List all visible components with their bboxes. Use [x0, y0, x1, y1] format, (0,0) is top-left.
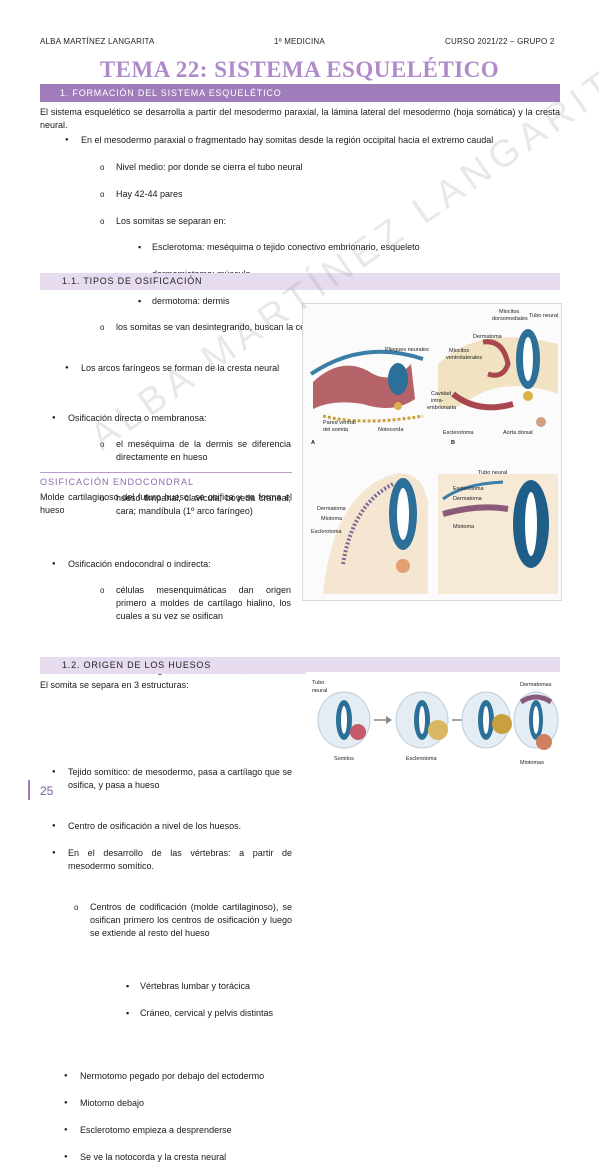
s12-bullet-3: Esclerotomo empieza a desprenderse	[64, 1124, 300, 1137]
section-heading-1: 1. FORMACIÓN DEL SISTEMA ESQUELÉTICO	[40, 84, 560, 102]
svg-text:Esclerotoma: Esclerotoma	[311, 529, 343, 535]
s1-intro: El sistema esquelético se desarrolla a p…	[40, 107, 560, 130]
page-number: 25	[40, 784, 54, 798]
s1-subsub-3: dermotoma: dermis	[138, 295, 552, 308]
svg-text:B: B	[451, 440, 455, 446]
svg-text:Aorta dorsal: Aorta dorsal	[503, 430, 533, 436]
s1-sub-3: Los somitas se separan en:	[100, 215, 556, 228]
svg-text:neural: neural	[312, 688, 327, 694]
s12-bullet-1: Nermotomo pegado por debajo del ectoderm…	[64, 1070, 300, 1083]
endo-subsub-2: Cráneo, cervical y pelvis distintas	[126, 1007, 320, 1020]
s1-subsub-1: Esclerotoma: meséquima o tejido conectiv…	[138, 241, 552, 254]
endo-bullet-3: En el desarrollo de las vértebras: a par…	[52, 847, 292, 873]
svg-text:Dermatoma: Dermatoma	[453, 496, 483, 502]
s12-intro: El somita se separa en 3 estructuras:	[40, 680, 189, 690]
bones-origin-figure: Tubo neural Somitos Esclerotoma Dermatom…	[306, 672, 560, 768]
svg-text:Tubo: Tubo	[312, 680, 324, 686]
section-heading-1-1: 1.1. TIPOS DE OSIFICACIÓN	[40, 273, 560, 290]
svg-text:Pliegues neurales: Pliegues neurales	[385, 347, 429, 353]
page-title: TEMA 22: SISTEMA ESQUELÉTICO	[99, 57, 500, 82]
svg-text:Dermatoma: Dermatoma	[317, 506, 347, 512]
s11-sub-1: el meséquima de la dermis se diferencia …	[100, 438, 291, 464]
panel-d: Tubo neural Esclerotoma Dermatoma Miotom…	[438, 470, 558, 594]
s11-sub-3: células mesenquimáticas dan origen prime…	[100, 584, 291, 623]
endo-bullet-1: Tejido somítico: de mesodermo, pasa a ca…	[52, 766, 292, 792]
endo-heading: OSIFICACIÓN ENDOCONDRAL	[40, 477, 195, 487]
header-author: ALBA MARTÍNEZ LANGARITA	[40, 37, 155, 46]
svg-text:Dermatoma: Dermatoma	[473, 334, 503, 340]
section-heading-1-2: 1.2. ORIGEN DE LOS HUESOS	[40, 657, 560, 674]
svg-text:A: A	[311, 440, 315, 446]
svg-text:Pared ventral: Pared ventral	[323, 420, 356, 426]
s1-sub-2: Hay 42-44 pares	[100, 188, 556, 201]
endo-sub-1: Centros de codificación (molde cartilagi…	[74, 901, 292, 940]
svg-text:Miocitos: Miocitos	[449, 348, 469, 354]
svg-text:Esclerotoma: Esclerotoma	[453, 486, 485, 492]
svg-text:ventrolaterales: ventrolaterales	[446, 355, 482, 361]
svg-text:Miotoma: Miotoma	[321, 516, 343, 522]
svg-text:Esclerotoma: Esclerotoma	[443, 430, 475, 436]
svg-text:Tubo neural: Tubo neural	[478, 470, 507, 476]
s11-sub-2: hueso timpanal, clavícula, bóveda cranea…	[100, 492, 291, 518]
panel-c: Dermatoma Miotoma Esclerotoma	[311, 473, 428, 594]
svg-text:Miocitos: Miocitos	[499, 309, 519, 315]
s1-bullet-1: En el mesodermo paraxial o fragmentado h…	[65, 134, 561, 147]
s1-bullet-2: Los arcos faríngeos se forman de la cres…	[65, 362, 561, 375]
s12-bullet-2: Miotomo debajo	[64, 1097, 300, 1110]
svg-text:Tubo neural: Tubo neural	[529, 313, 558, 319]
svg-text:embrionaria: embrionaria	[427, 405, 457, 411]
svg-text:intra-: intra-	[431, 398, 444, 404]
svg-text:Cavidad: Cavidad	[431, 391, 451, 397]
endo-bullet-2: Centro de osificación a nivel de los hue…	[52, 820, 292, 833]
svg-text:del somita: del somita	[323, 427, 349, 433]
somite-figure-svg: Pliegues neurales Pared ventral del somi…	[309, 309, 558, 594]
panel-b: Miocitos dorsomediales Tubo neural Derma…	[427, 309, 558, 446]
s11-bullet-1: Osificación directa o membranosa:	[52, 412, 298, 425]
svg-text:dorsomediales: dorsomediales	[492, 316, 528, 322]
svg-text:Miotomas: Miotomas	[520, 760, 544, 766]
svg-text:Miotoma: Miotoma	[453, 524, 475, 530]
svg-text:Somitos: Somitos	[334, 756, 354, 762]
svg-text:Notocorda: Notocorda	[378, 427, 404, 433]
endo-intro: Molde cartilaginoso del futuro hueso: se…	[40, 492, 292, 515]
divider	[40, 472, 292, 473]
panel-a: Pliegues neurales Pared ventral del somi…	[309, 347, 429, 446]
header-subject: 1º MEDICINA	[274, 37, 325, 46]
header-course: CURSO 2021/22 – GRUPO 2	[445, 37, 555, 46]
s11-bullet-2: Osificación endocondral o indirecta:	[52, 558, 298, 571]
endo-subsub-1: Vértebras lumbar y torácica	[126, 980, 320, 993]
page-number-bar	[28, 780, 30, 800]
somite-figure: Pliegues neurales Pared ventral del somi…	[302, 303, 562, 601]
bones-origin-svg: Tubo neural Somitos Esclerotoma Dermatom…	[312, 680, 559, 766]
s12-bullet-4: Se ve la notocorda y la cresta neural	[64, 1151, 300, 1164]
svg-text:Esclerotoma: Esclerotoma	[406, 756, 438, 762]
svg-text:Dermatomas: Dermatomas	[520, 682, 552, 688]
s1-sub-1: Nivel medio: por donde se cierra el tubo…	[100, 161, 556, 174]
